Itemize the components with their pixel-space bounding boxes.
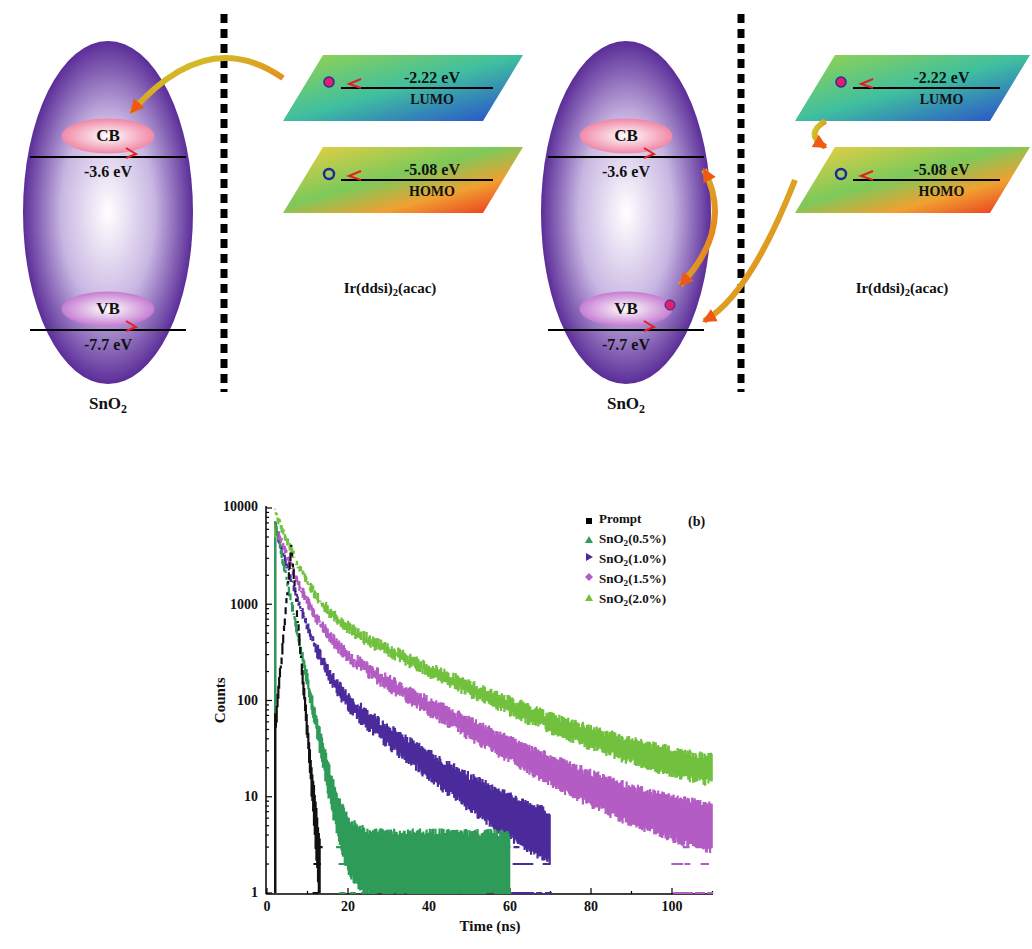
energy-value: -5.08 eV <box>914 161 970 179</box>
level-line <box>341 179 493 181</box>
level-line <box>548 329 704 331</box>
material-label: SnO2 <box>89 395 127 414</box>
band-name: CB <box>614 127 638 146</box>
transfer-arrow <box>704 180 795 321</box>
axis-tick-label: 100 <box>237 693 258 708</box>
node-shape <box>283 147 523 213</box>
axis-tick-label: 60 <box>503 899 517 914</box>
energy-value: -3.6 eV <box>602 163 650 181</box>
energy-band: CB -3.6 eV <box>30 112 186 192</box>
legend-text: SnO2(1.5%) <box>599 572 666 586</box>
level-mark <box>126 148 136 158</box>
axis-tick-label: 1000 <box>230 597 258 612</box>
band-disc <box>62 292 154 326</box>
electron-dot <box>665 300 675 310</box>
axis-title: Time (ns) <box>460 918 521 935</box>
hole-dot <box>324 169 334 179</box>
legend-text: SnO2(2.0%) <box>599 592 666 606</box>
electron-dot <box>836 77 846 87</box>
energy-value: -5.08 eV <box>404 161 460 179</box>
molecular-orbital: -5.08 eV HOMO <box>283 147 523 213</box>
band-disc <box>62 119 154 153</box>
panel-letter: (b) <box>688 514 705 529</box>
band-name: VB <box>96 300 120 319</box>
orbital-plane <box>795 55 1030 121</box>
level-mark <box>644 321 654 331</box>
axis-tick-label: 0 <box>264 899 271 914</box>
axis-tick-label: 10 <box>244 789 258 804</box>
energy-value: -7.7 eV <box>602 336 650 354</box>
molecule-label: Ir(ddsi)2(acac) <box>344 280 437 297</box>
sno2-ellipse: SnO2CB-3.6 eVVB-7.7 eV <box>22 40 194 385</box>
energy-band: CB -3.6 eV <box>548 112 704 192</box>
decay-trace <box>275 545 323 893</box>
legend-markers <box>585 518 593 601</box>
axis-tick-label: 40 <box>422 899 436 914</box>
decay-series <box>275 509 713 893</box>
energy-band: VB -7.7 eV <box>30 285 186 365</box>
band-disc <box>580 292 672 326</box>
legend-text: SnO2(1.0%) <box>599 552 666 566</box>
level-line <box>30 156 186 158</box>
hole-dot <box>836 169 846 179</box>
molecule-label: Ir(ddsi)2(acac) <box>856 280 949 297</box>
orbital-plane <box>283 147 523 213</box>
ellipse-outline <box>23 41 193 384</box>
axis-title: Counts <box>212 677 229 723</box>
legend-text: SnO2(0.5%) <box>599 532 666 546</box>
molecular-orbital: -5.08 eV HOMO <box>795 147 1030 213</box>
legend-text: Prompt <box>599 512 641 526</box>
decay-trace <box>275 509 712 893</box>
ellipse-outline <box>541 41 711 384</box>
material-label: SnO2 <box>607 395 645 414</box>
axis-ticks <box>266 508 713 894</box>
level-line <box>30 329 186 331</box>
level-mark <box>349 171 361 180</box>
orbital-name: LUMO <box>410 92 454 107</box>
level-line <box>548 156 704 158</box>
orbital-name: HOMO <box>409 184 455 199</box>
transfer-arrow <box>815 121 826 147</box>
axis-tick-label: 100 <box>662 899 683 914</box>
molecular-orbital: -2.22 eV LUMO <box>795 55 1030 121</box>
node-shape <box>795 55 1030 121</box>
chart-axes <box>266 506 713 894</box>
level-mark <box>349 79 361 88</box>
axis-tick-label: 80 <box>584 899 598 914</box>
level-mark <box>861 79 873 88</box>
orbital-name: LUMO <box>920 92 964 107</box>
level-mark <box>861 171 873 180</box>
axis-tick-label: 1 <box>251 885 258 900</box>
level-mark <box>126 321 136 331</box>
node-shape <box>540 40 712 385</box>
level-line <box>341 87 493 89</box>
band-disc <box>580 119 672 153</box>
molecular-orbital: -2.22 eV LUMO <box>283 55 523 121</box>
orbital-name: HOMO <box>919 184 965 199</box>
axis-tick-label: 10000 <box>223 499 258 514</box>
energy-value: -2.22 eV <box>404 69 460 87</box>
band-name: VB <box>614 300 638 319</box>
level-line <box>853 87 1000 89</box>
energy-value: -2.22 eV <box>914 69 970 87</box>
orbital-plane <box>283 55 523 121</box>
orbital-plane <box>795 147 1030 213</box>
band-name: CB <box>96 127 120 146</box>
level-mark <box>644 148 654 158</box>
axis-tick-label: 20 <box>341 899 355 914</box>
energy-value: -3.6 eV <box>84 163 132 181</box>
level-line <box>853 179 1000 181</box>
electron-dot <box>324 77 334 87</box>
node-shape <box>795 147 1030 213</box>
divider-dotted <box>224 14 741 392</box>
node-shape <box>22 40 194 385</box>
sno2-ellipse: SnO2CB-3.6 eVVB-7.7 eV <box>540 40 712 385</box>
energy-value: -7.7 eV <box>84 336 132 354</box>
node-shape <box>283 55 523 121</box>
energy-band: VB -7.7 eV <box>548 285 704 365</box>
decay-trace <box>275 522 511 894</box>
